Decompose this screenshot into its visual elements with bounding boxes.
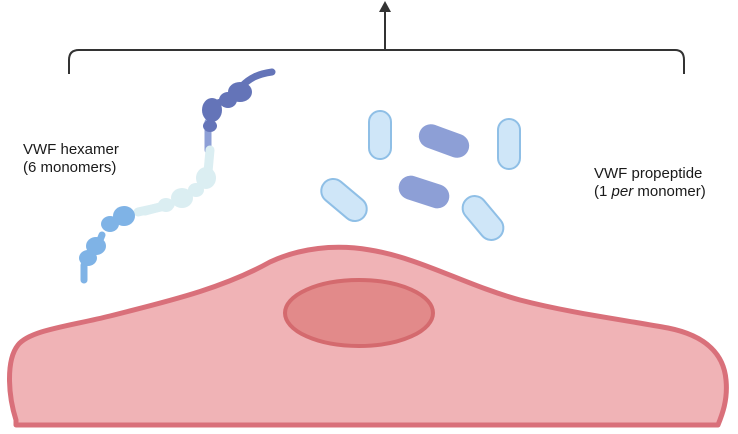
hexamer-label-line1: VWF hexamer <box>23 141 119 159</box>
monomer-5 <box>101 206 135 232</box>
propeptide-label: VWF propeptide (1 per monomer) <box>594 165 706 201</box>
propeptide-capsule <box>316 174 371 226</box>
arrow-up-icon <box>379 1 391 50</box>
propeptide-capsule <box>415 121 472 161</box>
monomer-3 <box>188 167 216 197</box>
monomer-4 <box>145 188 193 212</box>
nucleus <box>285 280 433 346</box>
propeptide-capsule <box>498 119 520 169</box>
vwf-propeptides <box>316 111 520 245</box>
propeptide-capsule <box>458 191 509 245</box>
propeptide-capsule <box>369 111 391 159</box>
monomer-6 <box>79 237 106 266</box>
propeptide-capsule <box>396 173 453 212</box>
hexamer-label: VWF hexamer (6 monomers) <box>23 141 119 177</box>
propeptide-label-line2: (1 per monomer) <box>594 183 706 201</box>
monomer-2 <box>202 98 222 132</box>
per-italic: per <box>612 183 634 200</box>
hexamer-label-line2: (6 monomers) <box>23 159 119 177</box>
propeptide-label-line1: VWF propeptide <box>594 165 706 183</box>
bracket <box>69 50 684 74</box>
